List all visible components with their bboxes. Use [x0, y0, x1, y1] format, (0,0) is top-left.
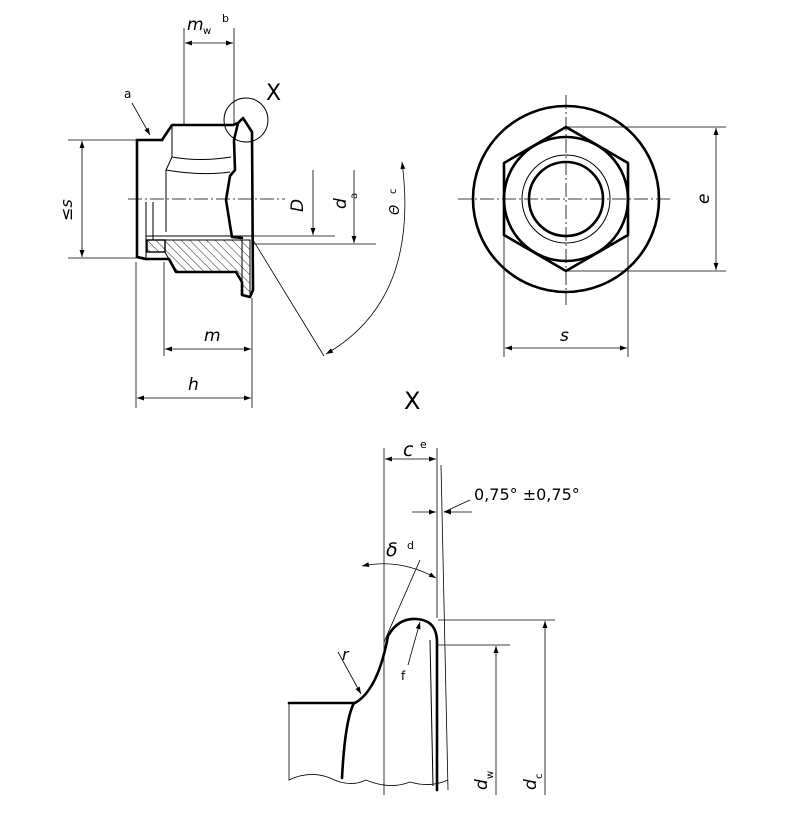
detail-x-view	[287, 448, 555, 795]
r-label: r	[342, 645, 350, 664]
flange-profile	[287, 617, 439, 792]
detail-inclined-line	[440, 464, 449, 791]
delta-leg	[383, 559, 421, 643]
body-section-hatch	[164, 239, 251, 298]
da-label: d	[331, 198, 351, 209]
inner-profile	[340, 701, 356, 780]
dw-label: d	[472, 779, 492, 790]
dc-sub-label: c	[534, 774, 545, 780]
theta-arc	[325, 161, 406, 355]
c-sup-label: e	[420, 438, 427, 451]
top-view	[458, 95, 726, 357]
hex-chamfer-curve-2	[165, 169, 231, 175]
delta-label: δ	[386, 539, 398, 561]
D-label: D	[288, 199, 308, 212]
detail-title-label: X	[404, 387, 420, 415]
labels: m w b a X ≤s D d a Θ c e s m h X c e 0,7…	[57, 12, 714, 790]
mw-label: m	[187, 15, 204, 35]
detail-x-circle	[223, 97, 269, 143]
delta-arc	[361, 562, 437, 579]
insert-section-hatch	[146, 239, 166, 253]
f-label: f	[401, 669, 406, 683]
collar-top	[160, 121, 240, 142]
f-leader	[407, 621, 421, 666]
dw-sub-label: w	[485, 771, 496, 779]
theta-sup-label: c	[388, 189, 399, 195]
detail-ref-label: X	[266, 81, 281, 106]
mw-sub-label: w	[203, 26, 211, 37]
side-view	[68, 28, 406, 408]
r-leader	[337, 651, 362, 695]
mw-sup-label: b	[222, 12, 229, 25]
e-label: e	[694, 194, 714, 204]
a-label: a	[124, 87, 131, 101]
dc-label: d	[521, 779, 541, 790]
delta-sup-label: d	[407, 539, 414, 552]
theta-label: Θ	[388, 205, 403, 215]
s-label: s	[560, 326, 569, 346]
m-label: m	[204, 326, 221, 346]
s-le-label: ≤s	[57, 199, 76, 221]
hex-inscribed-circle	[502, 135, 630, 263]
hex-flat-line-2	[165, 156, 173, 171]
leader-a	[131, 102, 151, 136]
angle-tol-label: 0,75° ±0,75°	[474, 485, 580, 504]
face-edge-inner	[429, 639, 434, 787]
c-label: c	[403, 439, 414, 461]
nut-bottom-edge	[135, 255, 148, 261]
theta-leg-line	[252, 239, 325, 357]
flange-bottom-break	[288, 703, 449, 786]
h-label: h	[188, 375, 199, 395]
hex-chamfer-curve	[171, 156, 232, 160]
da-sub-label: a	[349, 193, 360, 199]
bore-outer-circle	[521, 154, 611, 244]
tol-leader	[443, 499, 471, 513]
flange-circle	[471, 104, 661, 294]
